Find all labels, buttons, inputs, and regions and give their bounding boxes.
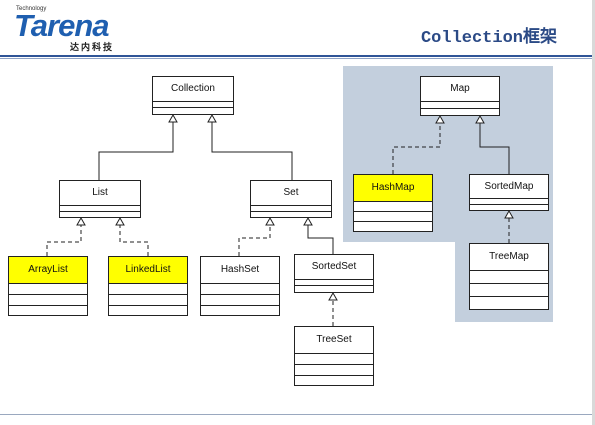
class-box-treeset: TreeSet	[294, 326, 374, 386]
class-name-linkedlist: LinkedList	[109, 257, 187, 283]
logo-cn: 达内科技	[70, 43, 115, 53]
class-name-map: Map	[450, 83, 470, 94]
window-edge	[592, 0, 595, 425]
logo-word: Tarena	[14, 8, 110, 43]
tarena-logo: Technology Tarena 达内科技	[14, 6, 124, 53]
edge-set-collection	[211, 122, 293, 180]
class-box-map: Map	[420, 76, 500, 116]
class-name-arraylist: ArrayList	[9, 257, 87, 283]
class-box-sortedset: SortedSet	[294, 254, 374, 293]
class-name-set: Set	[283, 187, 299, 198]
class-box-hashmap: HashMap	[353, 174, 433, 232]
footer-divider	[0, 414, 595, 415]
class-box-hashset: HashSet	[200, 256, 280, 316]
class-name-hashset: HashSet	[220, 264, 260, 275]
arrowhead-map-right	[475, 114, 485, 124]
class-box-collection: Collection	[152, 76, 234, 115]
class-box-list: List	[59, 180, 141, 218]
edge-hashmap-map	[392, 123, 441, 174]
edge-sortedset-set	[307, 225, 334, 256]
slide-title: Collection框架	[420, 29, 557, 48]
class-box-linkedlist: LinkedList	[108, 256, 188, 316]
edge-list-collection	[98, 122, 174, 180]
class-name-sortedset: SortedSet	[311, 261, 357, 272]
arrowhead-collection-right	[207, 113, 217, 123]
edge-sortedmap-map	[479, 123, 510, 174]
class-name-sortedmap: SortedMap	[484, 181, 534, 192]
class-box-sortedmap: SortedMap	[469, 174, 549, 211]
arrowhead-list-left	[76, 216, 86, 226]
class-name-hashmap: HashMap	[354, 175, 432, 201]
class-box-treemap: TreeMap	[469, 243, 549, 310]
edge-hashset-set	[238, 225, 271, 256]
header-divider-thin	[0, 58, 595, 59]
arrowhead-sortedmap	[504, 209, 514, 219]
header-divider	[0, 55, 595, 57]
class-name-treemap: TreeMap	[489, 251, 529, 262]
arrowhead-map-left	[435, 114, 445, 124]
arrowhead-set-left	[265, 216, 275, 226]
class-name-collection: Collection	[171, 83, 215, 94]
arrowhead-collection-left	[168, 113, 178, 123]
edge-arraylist-list	[46, 225, 82, 256]
arrowhead-list-right	[115, 216, 125, 226]
class-box-arraylist: ArrayList	[8, 256, 88, 316]
class-name-treeset: TreeSet	[316, 334, 352, 345]
arrowhead-sortedset	[328, 291, 338, 301]
class-name-list: List	[92, 187, 108, 198]
arrowhead-set-right	[303, 216, 313, 226]
edge-linkedlist-list	[119, 225, 149, 256]
logo-tag: Technology	[16, 6, 47, 12]
class-box-set: Set	[250, 180, 332, 218]
